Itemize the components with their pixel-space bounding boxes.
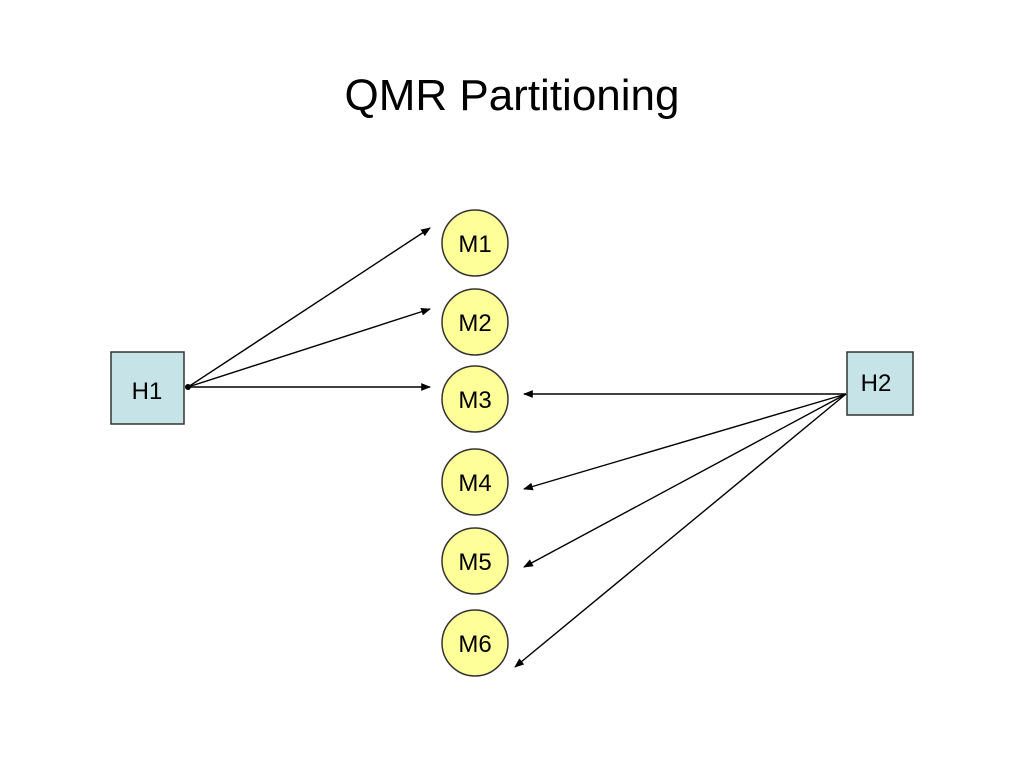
machine-label: M4 bbox=[458, 470, 491, 497]
edge-h2-m4 bbox=[523, 393, 847, 491]
host-box bbox=[110, 351, 185, 425]
h1-anchor-dot bbox=[185, 384, 191, 390]
edge-h1-m2 bbox=[187, 307, 431, 388]
slide-title: QMR Partitioning bbox=[344, 71, 680, 120]
machine-label: M6 bbox=[458, 631, 491, 658]
machine-circle bbox=[441, 527, 509, 595]
machine-circle bbox=[441, 448, 509, 516]
machine-node-m5: M5 bbox=[441, 527, 509, 595]
host-label: H2 bbox=[861, 370, 892, 397]
edge-h2-m6 bbox=[514, 393, 847, 668]
machine-node-m4: M4 bbox=[441, 448, 509, 516]
machine-node-m2: M2 bbox=[441, 288, 509, 356]
machine-label: M2 bbox=[458, 310, 491, 337]
machine-label: M3 bbox=[458, 387, 491, 414]
edge-layer bbox=[187, 227, 847, 668]
machine-circle bbox=[441, 365, 509, 433]
host-node-h2: H2 bbox=[846, 351, 914, 416]
machine-node-m1: M1 bbox=[441, 209, 509, 277]
edge-h1-m1 bbox=[187, 227, 431, 388]
host-label: H1 bbox=[132, 378, 163, 405]
machine-circle bbox=[441, 288, 509, 356]
machine-label: M1 bbox=[458, 231, 491, 258]
host-box bbox=[846, 351, 914, 416]
host-node-h1: H1 bbox=[110, 351, 185, 425]
machine-label: M5 bbox=[458, 549, 491, 576]
machine-node-m3: M3 bbox=[441, 365, 509, 433]
machine-circle bbox=[441, 209, 509, 277]
edge-h2-m5 bbox=[523, 393, 847, 568]
machine-node-m6: M6 bbox=[441, 609, 509, 677]
machine-circle bbox=[441, 609, 509, 677]
